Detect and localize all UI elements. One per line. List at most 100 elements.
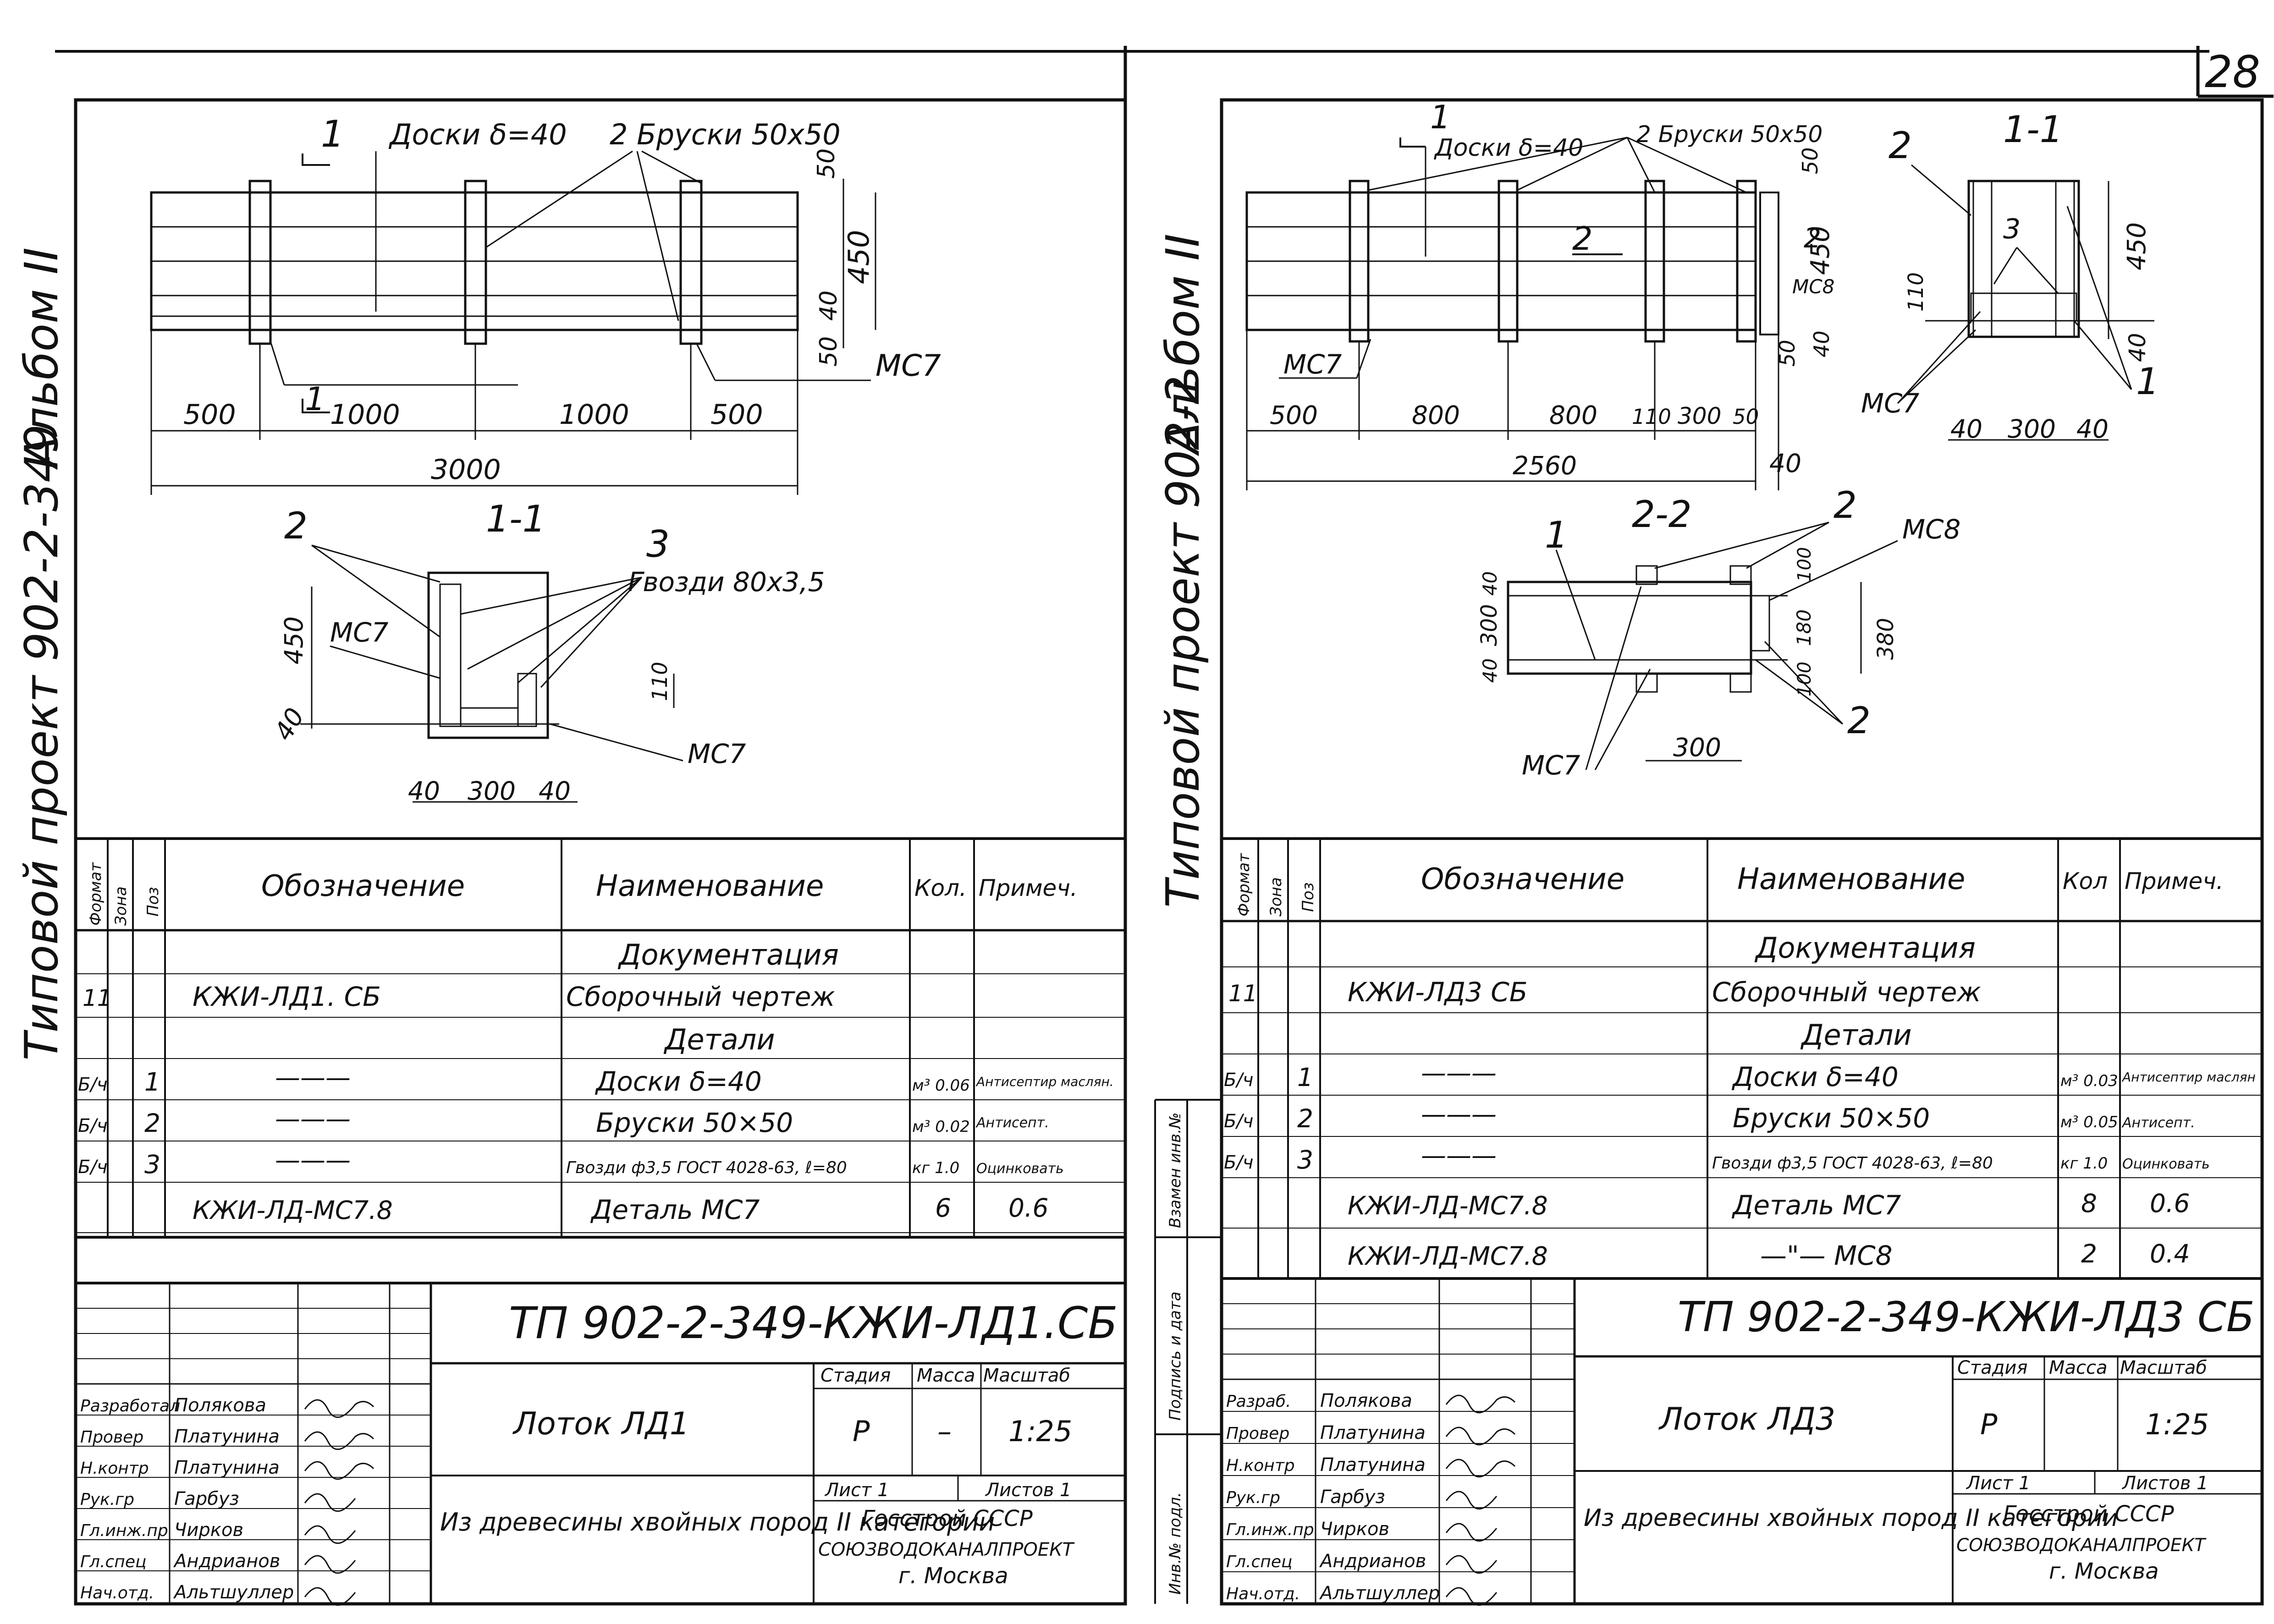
spec-name: Доски δ=40 [1731, 1061, 1899, 1092]
section-mark-top [302, 154, 330, 166]
spec-qty: м³ 0.03 [2060, 1072, 2118, 1090]
spec-designation: ——— [1421, 1099, 1497, 1129]
tb-name: Чирков [174, 1520, 243, 1541]
left-section-w40b: 40 [539, 776, 571, 806]
right-s11-w40b: 40 [2076, 414, 2109, 444]
spec-format: Б/ч [1224, 1070, 1254, 1091]
left-section-pos2: 2 [284, 505, 308, 547]
tb-scale-label: Масштаб [2120, 1357, 2207, 1378]
right-s22-title: 2-2 [1632, 493, 1692, 536]
right-plan-mc7: МС7 [1283, 349, 1342, 380]
tb-object: Лоток ЛД3 [1658, 1401, 1835, 1437]
tb-role: Гл.инж.пр [1226, 1520, 1314, 1539]
tb-org2: СОЮЗВОДОКАНАЛПРОЕКТ [1956, 1535, 2207, 1556]
left-section-pos3: 3 [646, 523, 670, 565]
right-spec-table: Формат Зона Поз Обозначение Наименование… [1220, 837, 2263, 1280]
left-section-wall [517, 673, 537, 727]
left-plan-dim-50b: 50 [815, 336, 842, 367]
left-section-body [427, 571, 549, 739]
tb-role: Рук.гр [1226, 1488, 1280, 1507]
right-s22-d180: 180 [1793, 609, 1815, 646]
tb-role: Рук.гр [80, 1490, 134, 1509]
left-section-mc7a: МС7 [330, 617, 389, 648]
spec-format: Б/ч [78, 1074, 108, 1095]
leader [1769, 540, 1898, 601]
right-s22-h40b: 40 [1479, 658, 1501, 683]
tb-name: Альтшуллер [1319, 1583, 1440, 1604]
right-s11-pos3: 3 [2003, 213, 2021, 245]
right-s22-mc7: МС7 [1522, 750, 1580, 781]
right-plan-d40: 40 [1809, 330, 1834, 357]
spec-name: Гвозди ф3,5 ГОСТ 4028-63, ℓ=80 [566, 1158, 847, 1177]
right-title-block: Разраб. Провер Н.контр Рук.гр Гл.инж.пр … [1220, 1277, 2263, 1606]
leader [1746, 521, 1829, 569]
leader [518, 576, 642, 684]
leader [460, 576, 642, 615]
spec-pos: 1 [144, 1067, 160, 1097]
spec-h-name: Наименование [1737, 862, 1965, 896]
spec-designation: ——— [275, 1063, 351, 1092]
left-plan-label-boards: Доски δ=40 [388, 118, 567, 151]
tb-name: Андрианов [1319, 1551, 1426, 1572]
spec-h-designation: Обозначение [1421, 862, 1624, 896]
tb-role: Провер [80, 1428, 143, 1447]
tb-name: Полякова [1320, 1390, 1412, 1411]
right-s11-wall [2055, 180, 2075, 338]
signature [1445, 1394, 1516, 1414]
signature [304, 1399, 374, 1418]
leader [467, 576, 642, 670]
tb-stage-label: Стадия [820, 1365, 891, 1386]
left-section-title: 1-1 [486, 498, 546, 540]
spec-h-pos: Поз [1299, 883, 1317, 912]
spec-pos: 1 [1297, 1063, 1313, 1092]
left-section-w40a: 40 [408, 776, 440, 806]
spec-h-qty: Кол [2063, 868, 2108, 894]
right-plan-mc8: МС8 [1792, 275, 1834, 298]
leader [270, 341, 285, 385]
spec-name: Деталь МС7 [1731, 1190, 1901, 1221]
tb-role: Н.контр [80, 1459, 149, 1478]
spec-name: Бруски 50×50 [596, 1107, 793, 1138]
left-plan-bar-3 [679, 180, 703, 345]
spec-designation: КЖИ-ЛД-МС7.8 [1348, 1191, 1548, 1220]
leader [641, 150, 702, 184]
right-plan-bar [1736, 180, 1757, 343]
spec-pos: 3 [1297, 1145, 1313, 1174]
tb-mass: – [937, 1415, 952, 1448]
right-plan-d450: 450 [1806, 226, 1835, 275]
leader [1897, 311, 1981, 404]
right-s22-mc8: МС8 [1902, 514, 1960, 545]
left-plan-dim-500b: 500 [710, 399, 763, 431]
leader [330, 645, 440, 679]
right-s22-bar [1635, 565, 1658, 585]
right-s11-h110: 110 [1904, 272, 1928, 312]
left-plan-dim-40: 40 [815, 291, 842, 321]
spec-name: Бруски 50×50 [1733, 1103, 1930, 1134]
tb-name: Платунина [174, 1457, 280, 1478]
tb-frame [1220, 1277, 2263, 1605]
spec-h-name: Наименование [596, 869, 824, 903]
right-s11-pos1: 1 [2136, 360, 2159, 403]
tb-role: Нач.отд. [1226, 1585, 1300, 1603]
tb-stage: Р [853, 1415, 870, 1448]
left-plan-label-bars: 2 Бруски 50x50 [610, 118, 841, 151]
tb-role: Гл.спец [1226, 1553, 1293, 1571]
right-s22-pos2b: 2 [1847, 699, 1871, 742]
spec-h-format: Формат [87, 862, 105, 926]
section-mark [1399, 137, 1426, 148]
spec-designation: ——— [1421, 1058, 1497, 1087]
tb-object: Лоток ЛД1 [512, 1406, 689, 1442]
right-plan-bar-end [1759, 192, 1779, 335]
left-plan-dim-50a: 50 [813, 148, 840, 179]
spec-qty: 8 [2081, 1189, 2097, 1218]
left-section-nails: Гвозди 80x3,5 [628, 566, 825, 598]
right-plan-view: 1 Доски δ=40 2 Бруски 50x50 2 2 МС8 МС7 … [1245, 99, 1835, 490]
leader [311, 544, 440, 583]
left-plan-sec-label: 1 [321, 113, 344, 155]
right-s11-h40: 40 [2124, 333, 2151, 362]
tb-stage-label: Стадия [1957, 1357, 2027, 1378]
signature [304, 1493, 356, 1512]
right-plan-s300: 300 [1678, 403, 1721, 429]
spec-frame [74, 837, 1127, 1239]
tb-name: Гарбуз [1320, 1487, 1385, 1508]
